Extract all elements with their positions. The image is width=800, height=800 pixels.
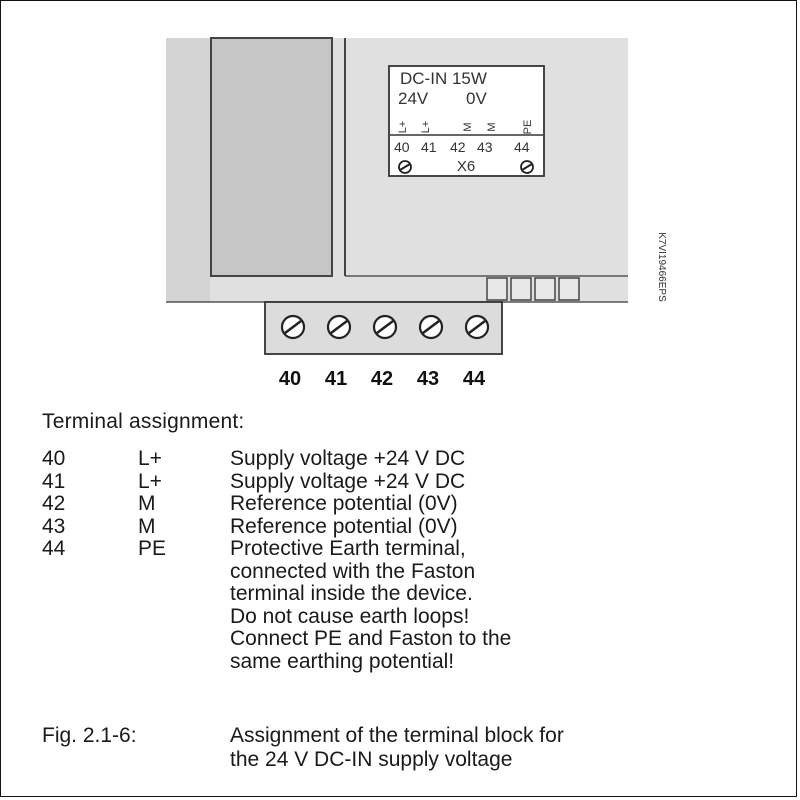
insert-symbol-41: L+ <box>420 121 432 134</box>
terminal-numbers: 40 41 42 43 44 <box>279 368 486 390</box>
assignment-description: Supply voltage +24 V DC <box>230 469 466 493</box>
ventilation-slots <box>486 277 580 301</box>
insert-connector-name: X6 <box>457 158 475 175</box>
terminal-number-41: 41 <box>325 368 347 390</box>
insert-number-41: 41 <box>421 139 437 155</box>
assignment-symbol: L+ <box>138 447 162 470</box>
housing-divider-strip <box>166 38 210 302</box>
assignment-symbol: PE <box>138 537 167 560</box>
device-diagram: DC-IN 15W 24V 0V L+ L+ M M PE 40 41 42 4… <box>166 37 667 390</box>
terminal-assignment-table: 40 L+ Supply voltage +24 V DC 41 L+ Supp… <box>42 447 680 673</box>
terminal-screw-icon <box>464 314 490 340</box>
assignment-number: 42 <box>42 492 66 515</box>
insert-voltage-24v: 24V <box>398 89 429 108</box>
insert-rating-label: DC-IN 15W <box>400 69 487 88</box>
insert-symbol-43: M <box>486 122 498 131</box>
figure-caption: Fig. 2.1-6: Assignment of the terminal b… <box>42 724 770 772</box>
assignment-description: Supply voltage +24 V DC <box>230 447 466 470</box>
insert-symbol-40: L+ <box>397 121 409 134</box>
assignment-row: 40 L+ Supply voltage +24 V DC <box>42 447 680 471</box>
terminal-number-43: 43 <box>417 368 439 390</box>
terminal-screw-icon <box>372 314 398 340</box>
insert-number-43: 43 <box>477 139 493 155</box>
section-title: Terminal assignment: <box>42 410 245 433</box>
assignment-row: 44 PE Protective Earth terminal, connect… <box>42 537 680 673</box>
label-insert <box>388 65 545 177</box>
insert-screw-left-icon <box>398 160 412 174</box>
insert-symbol-42: M <box>462 122 474 131</box>
terminal-screw-icon <box>326 314 352 340</box>
assignment-row: 42 M Reference potential (0V) <box>42 492 680 516</box>
insert-numbers: 40 41 42 43 44 <box>394 139 530 155</box>
insert-voltage-0v: 0V <box>466 89 487 108</box>
terminal-screw-icon <box>418 314 444 340</box>
assignment-number: 40 <box>42 447 66 470</box>
assignment-description: Reference potential (0V) <box>230 492 458 515</box>
assignment-symbol: M <box>138 514 156 538</box>
insert-screw-right-icon <box>520 160 534 174</box>
assignment-number: 41 <box>42 469 66 493</box>
terminal-screw-icon <box>280 314 306 340</box>
insert-symbol-44: PE <box>522 120 534 135</box>
housing-left-panel <box>210 37 333 277</box>
assignment-number: 44 <box>42 537 66 560</box>
side-code: K7VI19466EPS <box>656 232 667 302</box>
assignment-symbol: M <box>138 492 156 515</box>
figure-caption-text: Assignment of the terminal block for the… <box>230 724 564 771</box>
insert-symbols: L+ L+ M M PE <box>397 120 534 135</box>
assignment-symbol: L+ <box>138 469 162 493</box>
assignment-number: 43 <box>42 514 66 538</box>
assignment-description: Reference potential (0V) <box>230 514 458 538</box>
insert-number-42: 42 <box>450 139 466 155</box>
insert-number-40: 40 <box>394 139 410 155</box>
assignment-description: Protective Earth terminal, connected wit… <box>230 537 512 673</box>
terminal-screws <box>280 314 490 340</box>
figure-number: Fig. 2.1-6: <box>42 724 137 747</box>
insert-number-44: 44 <box>514 139 530 155</box>
terminal-number-42: 42 <box>371 368 393 390</box>
terminal-number-44: 44 <box>463 368 486 390</box>
assignment-row: 43 M Reference potential (0V) <box>42 514 680 539</box>
assignment-row: 41 L+ Supply voltage +24 V DC <box>42 469 680 494</box>
terminal-number-40: 40 <box>279 368 301 390</box>
